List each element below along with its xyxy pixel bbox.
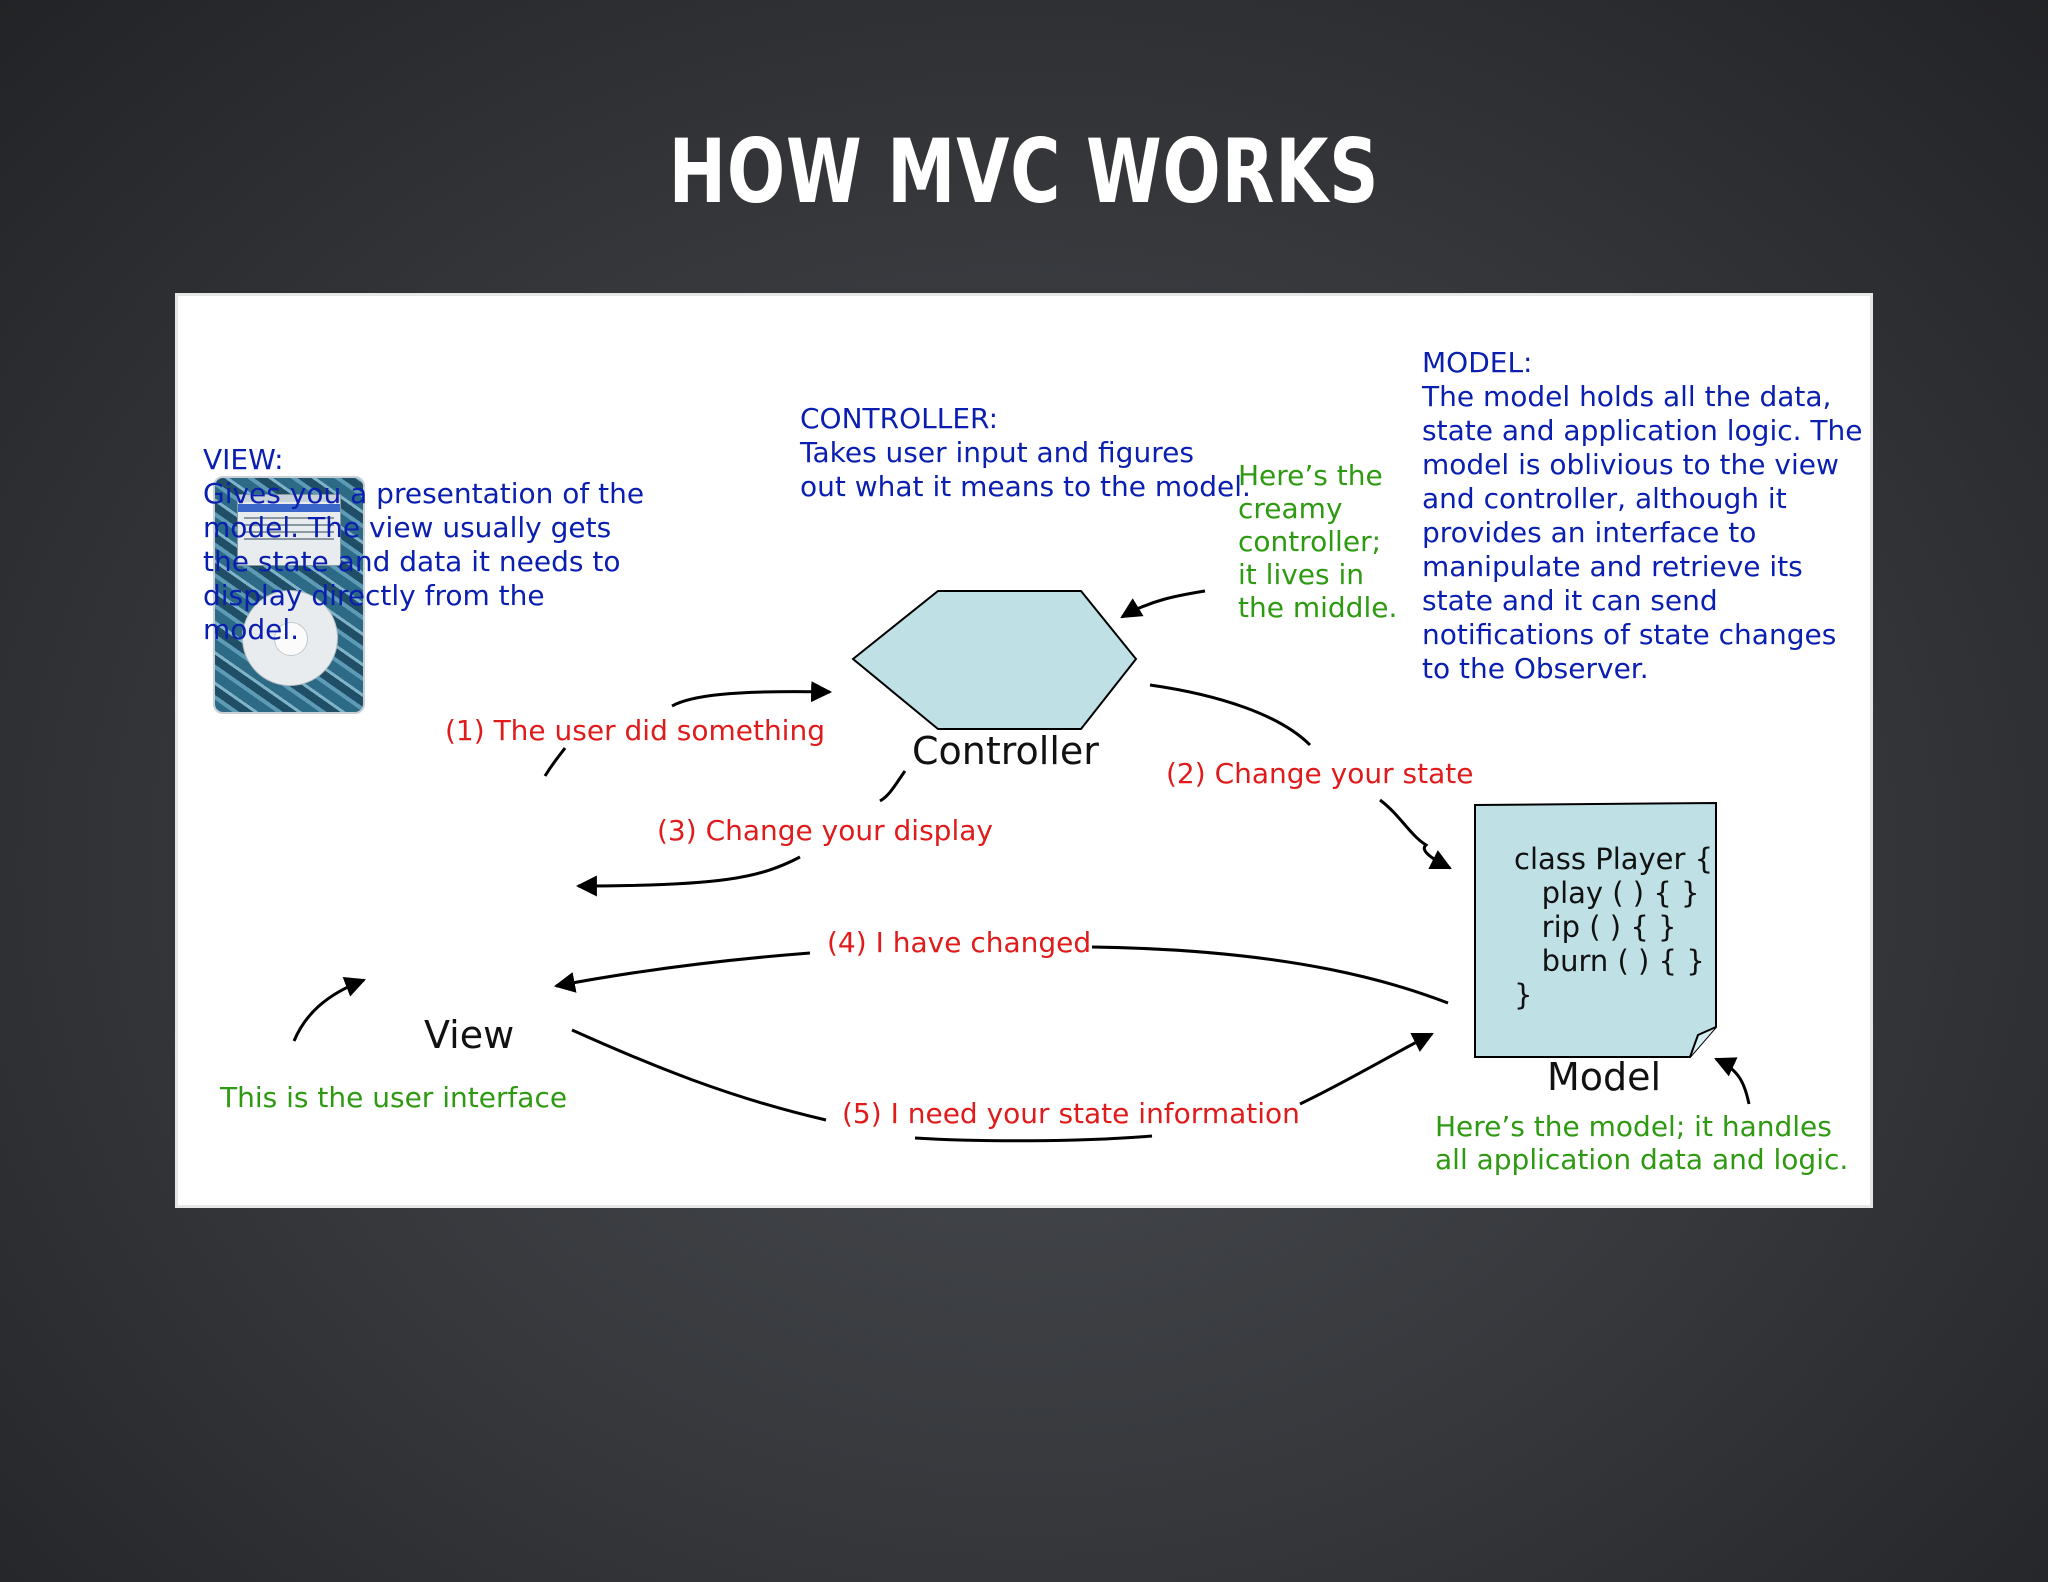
arrow-user-did-something bbox=[543, 692, 830, 777]
view-note: This is the user interface bbox=[220, 1081, 568, 1114]
step-4-label: (4) I have changed bbox=[827, 926, 1092, 959]
arrow-change-your-display bbox=[578, 770, 907, 886]
arrow-controller-note bbox=[1120, 589, 1206, 619]
arrow-need-state-information bbox=[571, 1030, 1432, 1143]
controller-label: Controller bbox=[912, 729, 1099, 773]
arrow-model-note bbox=[1714, 1057, 1751, 1105]
step-2-label: (2) Change your state bbox=[1166, 757, 1474, 790]
ipod-screen bbox=[237, 494, 341, 566]
model-heading: MODEL: bbox=[1422, 346, 1533, 379]
view-heading: VIEW: bbox=[203, 443, 284, 476]
controller-body: Takes user input and figures out what it… bbox=[800, 436, 1251, 503]
arrow-change-your-state bbox=[1149, 683, 1450, 868]
ipod-image bbox=[213, 476, 365, 714]
controller-note: Here’s the creamy controller; it lives i… bbox=[1238, 459, 1398, 624]
step-5-label: (5) I need your state information bbox=[842, 1097, 1300, 1130]
model-label: Model bbox=[1547, 1055, 1662, 1099]
arrow-i-have-changed bbox=[556, 945, 1449, 1003]
step-1-label: (1) The user did something bbox=[445, 714, 825, 747]
model-code: class Player { play ( ) { } rip ( ) { } … bbox=[1514, 842, 1714, 1012]
view-label: View bbox=[424, 1013, 515, 1057]
controller-hexagon bbox=[851, 590, 1138, 730]
model-body: The model holds all the data, state and … bbox=[1422, 380, 1863, 685]
model-note: Here’s the model; it handles all applica… bbox=[1435, 1110, 1849, 1176]
controller-description: CONTROLLER: Takes user input and figures… bbox=[800, 402, 1251, 504]
slide-title: HOW MVC WORKS bbox=[668, 120, 1380, 223]
arrow-view-note bbox=[292, 976, 366, 1042]
model-document-fold bbox=[1689, 1026, 1717, 1058]
step-3-label: (3) Change your display bbox=[657, 814, 993, 847]
model-description: MODEL: The model holds all the data, sta… bbox=[1422, 346, 1863, 686]
view-body: Gives you a presentation of the model. T… bbox=[203, 477, 645, 646]
view-description: VIEW: Gives you a presentation of the mo… bbox=[203, 443, 644, 647]
controller-heading: CONTROLLER: bbox=[800, 402, 999, 435]
ipod-click-wheel bbox=[242, 590, 338, 686]
